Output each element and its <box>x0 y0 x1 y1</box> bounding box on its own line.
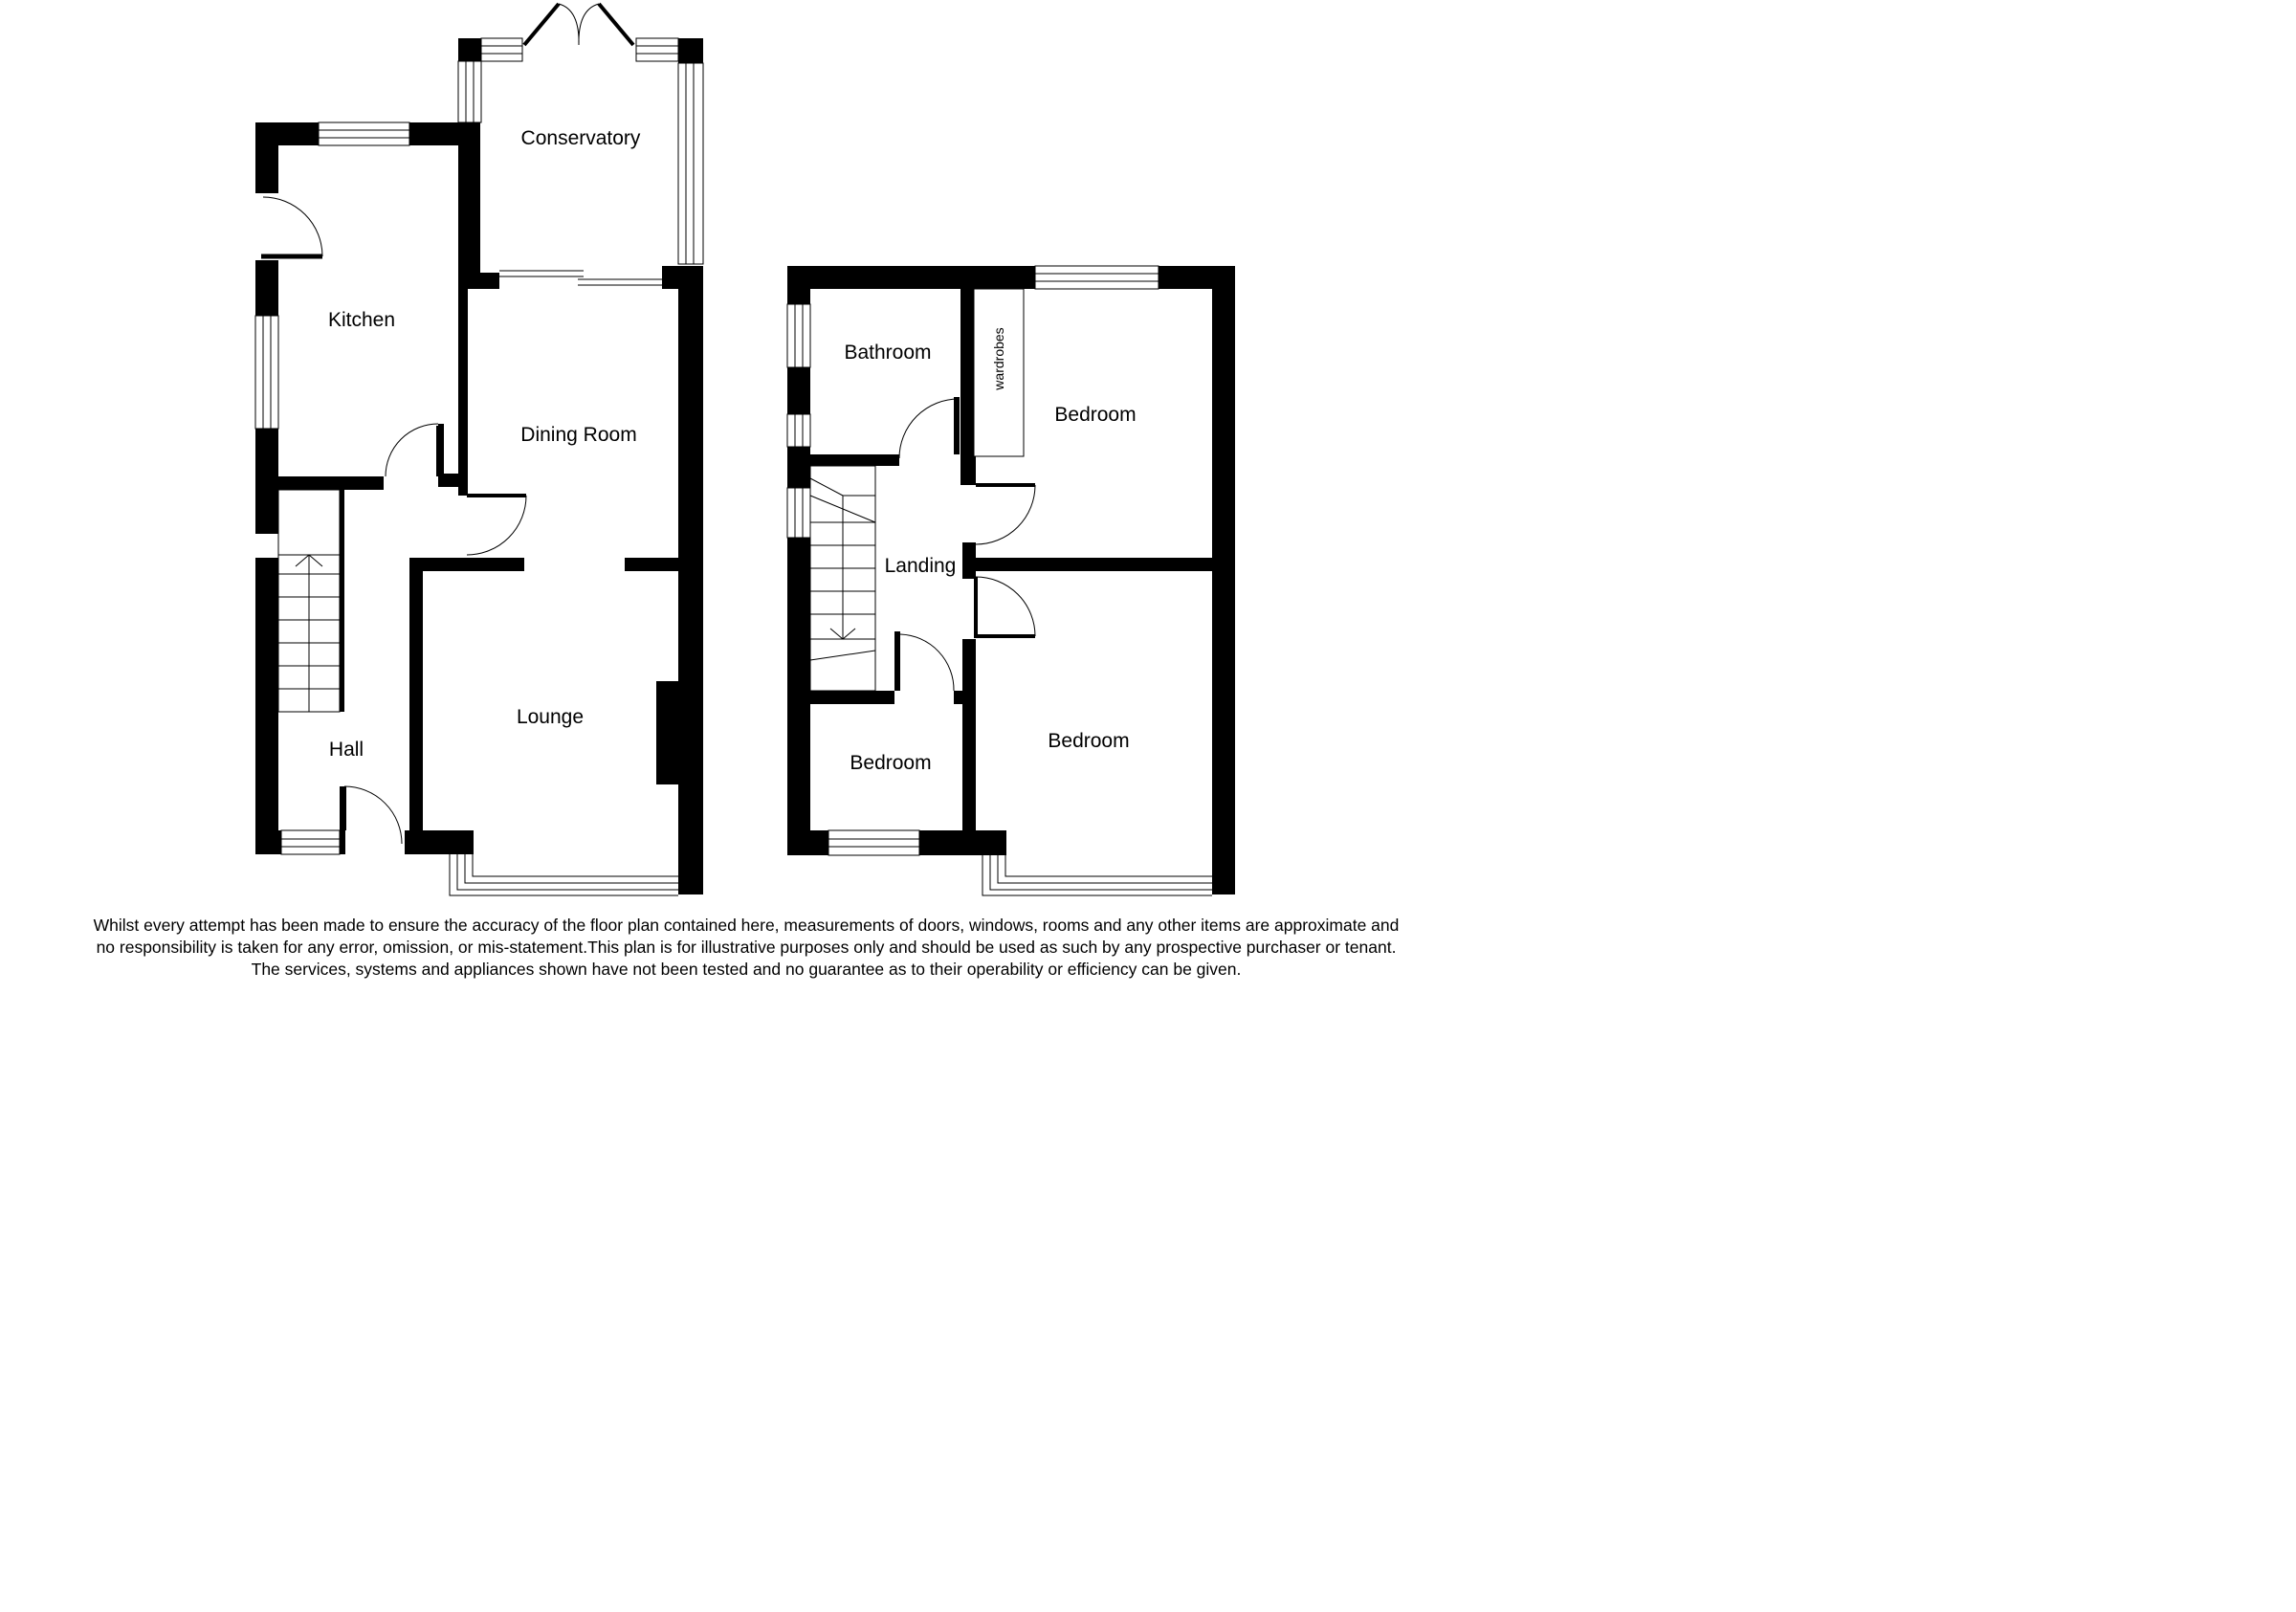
disclaimer-line-1: Whilst every attempt has been made to en… <box>93 916 1400 935</box>
room-label-hall: Hall <box>329 739 364 761</box>
ground-floor-walls <box>255 38 703 894</box>
room-label-landing: Landing <box>885 555 957 577</box>
ground-floor-doors <box>261 196 527 845</box>
ground-floor: Conservatory Kitchen Dining Room Lounge … <box>254 2 704 896</box>
first-floor-walls <box>787 266 1235 894</box>
first-floor-stairs <box>809 465 876 692</box>
patio-doors <box>499 270 662 286</box>
floor-plan: Conservatory Kitchen Dining Room Lounge … <box>254 2 1235 896</box>
disclaimer-line-3: The services, systems and appliances sho… <box>251 960 1242 979</box>
room-label-kitchen: Kitchen <box>328 309 395 331</box>
room-label-dining-room: Dining Room <box>520 424 636 446</box>
first-floor-labels: Bathroom Bedroom Landing Bedroom Bedroom <box>844 342 1136 774</box>
wardrobes-label: wardrobes <box>991 327 1006 390</box>
room-label-lounge: Lounge <box>517 706 584 728</box>
ground-floor-stairs <box>277 489 341 713</box>
disclaimer: Whilst every attempt has been made to en… <box>0 915 1492 981</box>
wardrobes <box>973 288 1025 457</box>
ground-floor-windows <box>254 37 704 896</box>
room-label-conservatory: Conservatory <box>521 127 641 149</box>
room-label-bathroom: Bathroom <box>844 342 931 364</box>
disclaimer-line-2: no responsibility is taken for any error… <box>96 938 1397 957</box>
room-label-bedroom-small: Bedroom <box>850 752 931 774</box>
first-floor-windows <box>786 265 1212 896</box>
ground-floor-labels: Conservatory Kitchen Dining Room Lounge … <box>328 127 641 761</box>
french-doors <box>522 2 635 47</box>
room-label-bedroom-front: Bedroom <box>1048 730 1129 752</box>
first-floor-doors <box>898 398 1036 692</box>
first-floor: wardrobes <box>786 265 1235 896</box>
room-label-bedroom-rear: Bedroom <box>1054 404 1136 426</box>
